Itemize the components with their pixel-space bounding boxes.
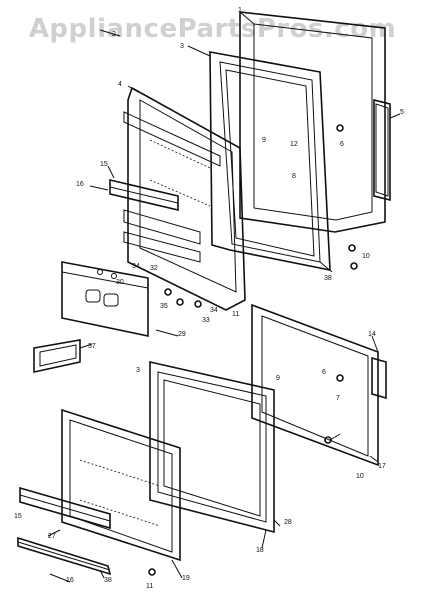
lower-door-hinge xyxy=(371,356,387,400)
callout-label: 38 xyxy=(104,577,112,584)
callout-label: 5 xyxy=(400,109,404,116)
callout-label: 30 xyxy=(116,279,124,286)
callout-label: 29 xyxy=(178,331,186,338)
callout-label: 6 xyxy=(322,369,326,376)
callout-label: 2 xyxy=(112,31,116,38)
callout-label: 11 xyxy=(232,311,239,318)
callout-label: 3 xyxy=(136,367,140,374)
callout-label: 16 xyxy=(76,181,84,188)
callout-label: 11 xyxy=(146,583,153,590)
callout-label: 10 xyxy=(356,473,364,480)
callout-label: 38 xyxy=(324,275,332,282)
callout-label: 18 xyxy=(256,547,264,554)
callout-label: 7 xyxy=(336,395,340,402)
lower-bottom-trim xyxy=(17,536,112,576)
upper-shelf-rail xyxy=(109,178,179,212)
callout-label: 32 xyxy=(150,265,158,272)
callout-label: 17 xyxy=(378,463,386,470)
callout-label: 33 xyxy=(202,317,210,324)
lower-shelf-rail xyxy=(19,486,111,530)
callout-label: 4 xyxy=(118,81,122,88)
callout-label: 6 xyxy=(340,141,344,148)
hardware-screws xyxy=(148,124,358,576)
lower-door-inner-liner xyxy=(61,408,181,562)
callout-label: 12 xyxy=(290,141,298,148)
callout-label: 37 xyxy=(88,343,96,350)
callout-label: 19 xyxy=(182,575,190,582)
callout-label: 16 xyxy=(66,577,74,584)
callout-label: 3 xyxy=(180,43,184,50)
lower-door-outer-panel xyxy=(251,303,379,467)
upper-door-hinge xyxy=(373,98,391,202)
callout-label: 9 xyxy=(276,375,280,382)
callout-label: 35 xyxy=(160,303,168,310)
shelf-bin xyxy=(33,339,81,373)
upper-control-box xyxy=(61,261,149,337)
callout-labels: 1 2 3 4 5 6 9 12 8 15 16 34 30 32 10 38 … xyxy=(14,7,404,590)
callout-label: 15 xyxy=(14,513,22,520)
callout-label: 27 xyxy=(48,533,56,540)
watermark: AppliancePartsPros.com xyxy=(28,14,397,44)
callout-label: 28 xyxy=(284,519,292,526)
callout-label: 9 xyxy=(262,137,266,144)
upper-door-outer-panel xyxy=(239,11,386,233)
callout-label: 34 xyxy=(210,307,218,314)
callout-label: 14 xyxy=(368,331,376,338)
leader-lines xyxy=(47,29,401,583)
upper-door-inner-liner xyxy=(123,86,246,311)
callout-label: 15 xyxy=(100,161,108,168)
callout-label: 34 xyxy=(132,263,140,270)
upper-door-gasket xyxy=(209,51,331,271)
callout-label: 1 xyxy=(238,7,242,14)
lower-door-gasket xyxy=(149,360,275,534)
callout-label: 10 xyxy=(362,253,370,260)
callout-label: 8 xyxy=(292,173,296,180)
